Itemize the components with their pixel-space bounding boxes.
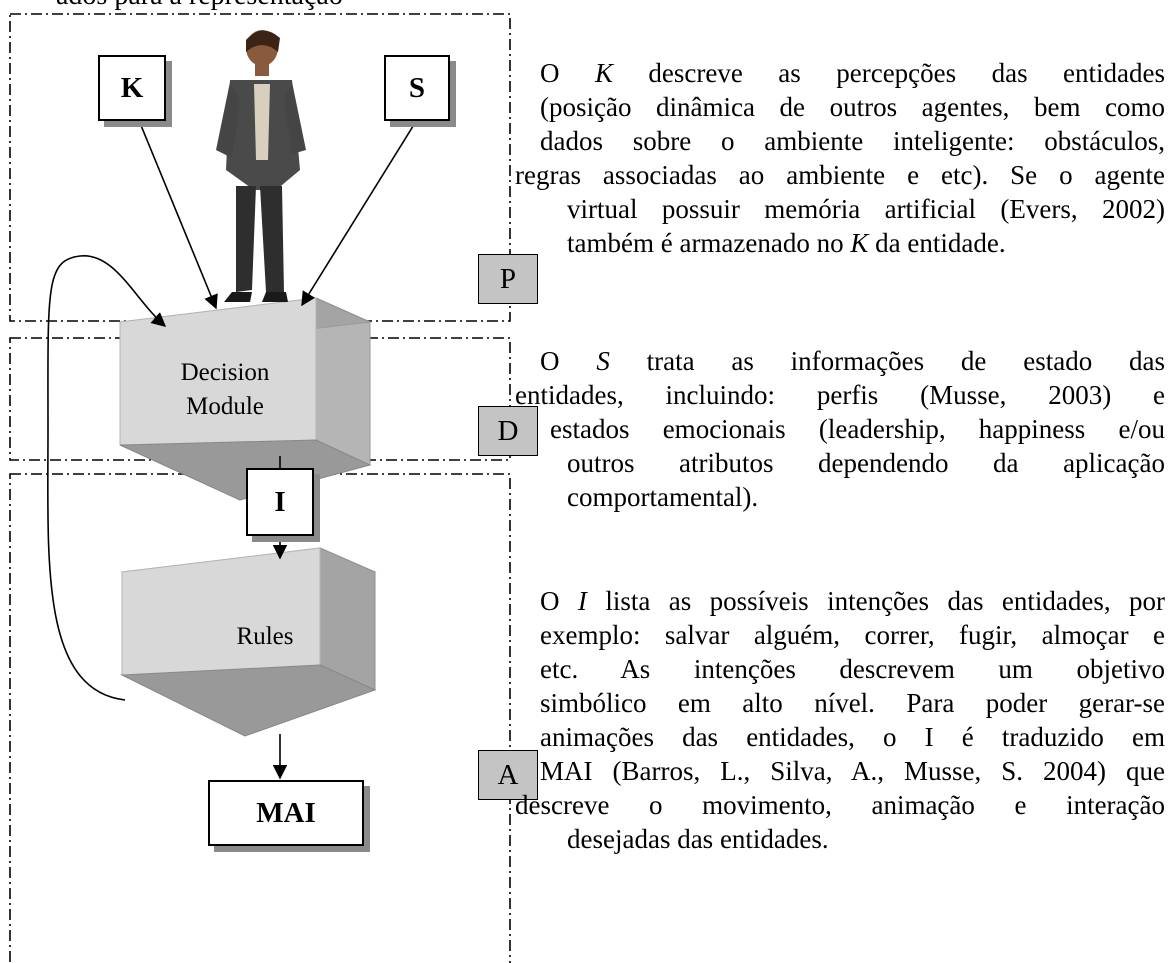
mai-box: MAI xyxy=(208,780,364,846)
virtual-human-figure xyxy=(216,30,306,302)
phase-a-box: A xyxy=(478,750,538,800)
phase-d-label: D xyxy=(497,414,519,447)
flow-arrows xyxy=(46,122,416,780)
k-box: K xyxy=(98,55,166,121)
phase-p-label: P xyxy=(499,262,517,295)
paragraph-k-tail: virtual possuir memória artificial (Ever… xyxy=(567,194,1165,258)
paragraph-k: O K descreve as percepções das entidades… xyxy=(540,58,1166,156)
mai-label: MAI xyxy=(256,796,316,829)
rules-label: Rules xyxy=(236,623,294,650)
rules-block xyxy=(120,547,377,737)
phase-d-box: D xyxy=(478,406,538,456)
decision-module-block xyxy=(118,297,372,501)
paragraph-s-cont: entidades, incluindo: perfis (Musse, 200… xyxy=(515,380,1165,410)
k-label: K xyxy=(120,71,144,104)
decision-module-label: Decision Module xyxy=(180,359,270,420)
paragraph-i: O I lista as possíveis intenções das ent… xyxy=(540,586,1165,786)
s-label: S xyxy=(408,71,426,104)
paragraph-s-tail2: outros atributos dependendo da aplicação… xyxy=(567,448,1165,512)
feedback-loop-arrow xyxy=(46,255,167,701)
paragraph-i-tail: desejadas das entidades. xyxy=(567,824,829,854)
s-box: S xyxy=(384,55,450,121)
cropped-caption: ados para a representação xyxy=(56,0,343,12)
phase-a-label: A xyxy=(497,758,519,791)
s-to-decision-arrow xyxy=(301,122,416,307)
phase-p-box: P xyxy=(478,254,538,304)
k-to-decision-arrow xyxy=(139,122,218,310)
paragraph-s: O S trata as informações de estado das xyxy=(540,346,1165,376)
paragraph-i-cont: descreve o movimento, animação e interaç… xyxy=(515,790,1165,820)
paragraph-s-tail: estados emocionais (leadership, happines… xyxy=(550,414,1165,444)
i-label: I xyxy=(274,485,286,518)
action-region xyxy=(9,473,511,963)
paragraph-k-cont: regras associadas ao ambiente e etc). Se… xyxy=(515,160,1165,190)
i-box: I xyxy=(246,468,314,536)
